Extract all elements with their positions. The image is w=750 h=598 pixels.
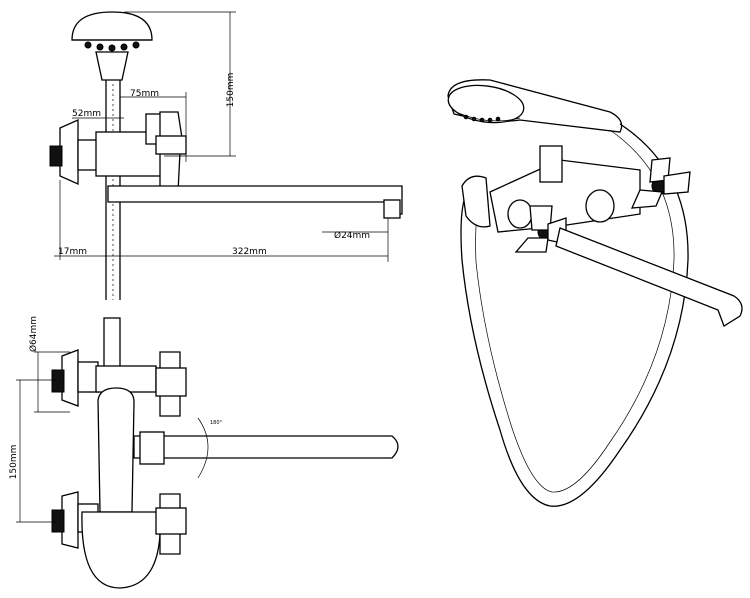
upper-inlet-front — [51, 349, 157, 407]
dim-spout-length: 322mm — [232, 247, 267, 257]
wall-flange-side — [49, 118, 99, 186]
dim-flange-diameter: Ø64mm — [28, 316, 39, 352]
front-view: 180° Ø64mm 150mm — [9, 316, 399, 589]
spout-perspective — [555, 227, 743, 327]
dim-spout-rotation: 180° — [210, 420, 223, 426]
perspective-view — [447, 79, 743, 507]
dim-wall-gap: 17mm — [58, 247, 87, 257]
dim-hose-drop: 150mm — [226, 73, 236, 108]
side-view: 150mm 75mm 52mm 17mm 322mm Ø24mm — [49, 11, 403, 300]
spout-front — [133, 435, 399, 459]
mixer-body-front — [97, 387, 135, 513]
dim-body-offset: 52mm — [72, 109, 101, 119]
dim-handle-offset: 75mm — [130, 89, 159, 99]
dim-spout-diameter: Ø24mm — [334, 230, 370, 241]
shower-head-side — [71, 11, 153, 81]
dim-inlet-spacing: 150mm — [9, 445, 19, 480]
spout-side — [107, 185, 403, 215]
upper-handle-front — [155, 351, 187, 417]
lower-handle-front — [155, 493, 187, 555]
shower-head-perspective — [447, 79, 623, 133]
hose-perspective — [460, 123, 689, 507]
handle-perspective-right — [630, 157, 691, 209]
handle-perspective-left — [514, 205, 567, 253]
handle-side — [155, 111, 187, 193]
